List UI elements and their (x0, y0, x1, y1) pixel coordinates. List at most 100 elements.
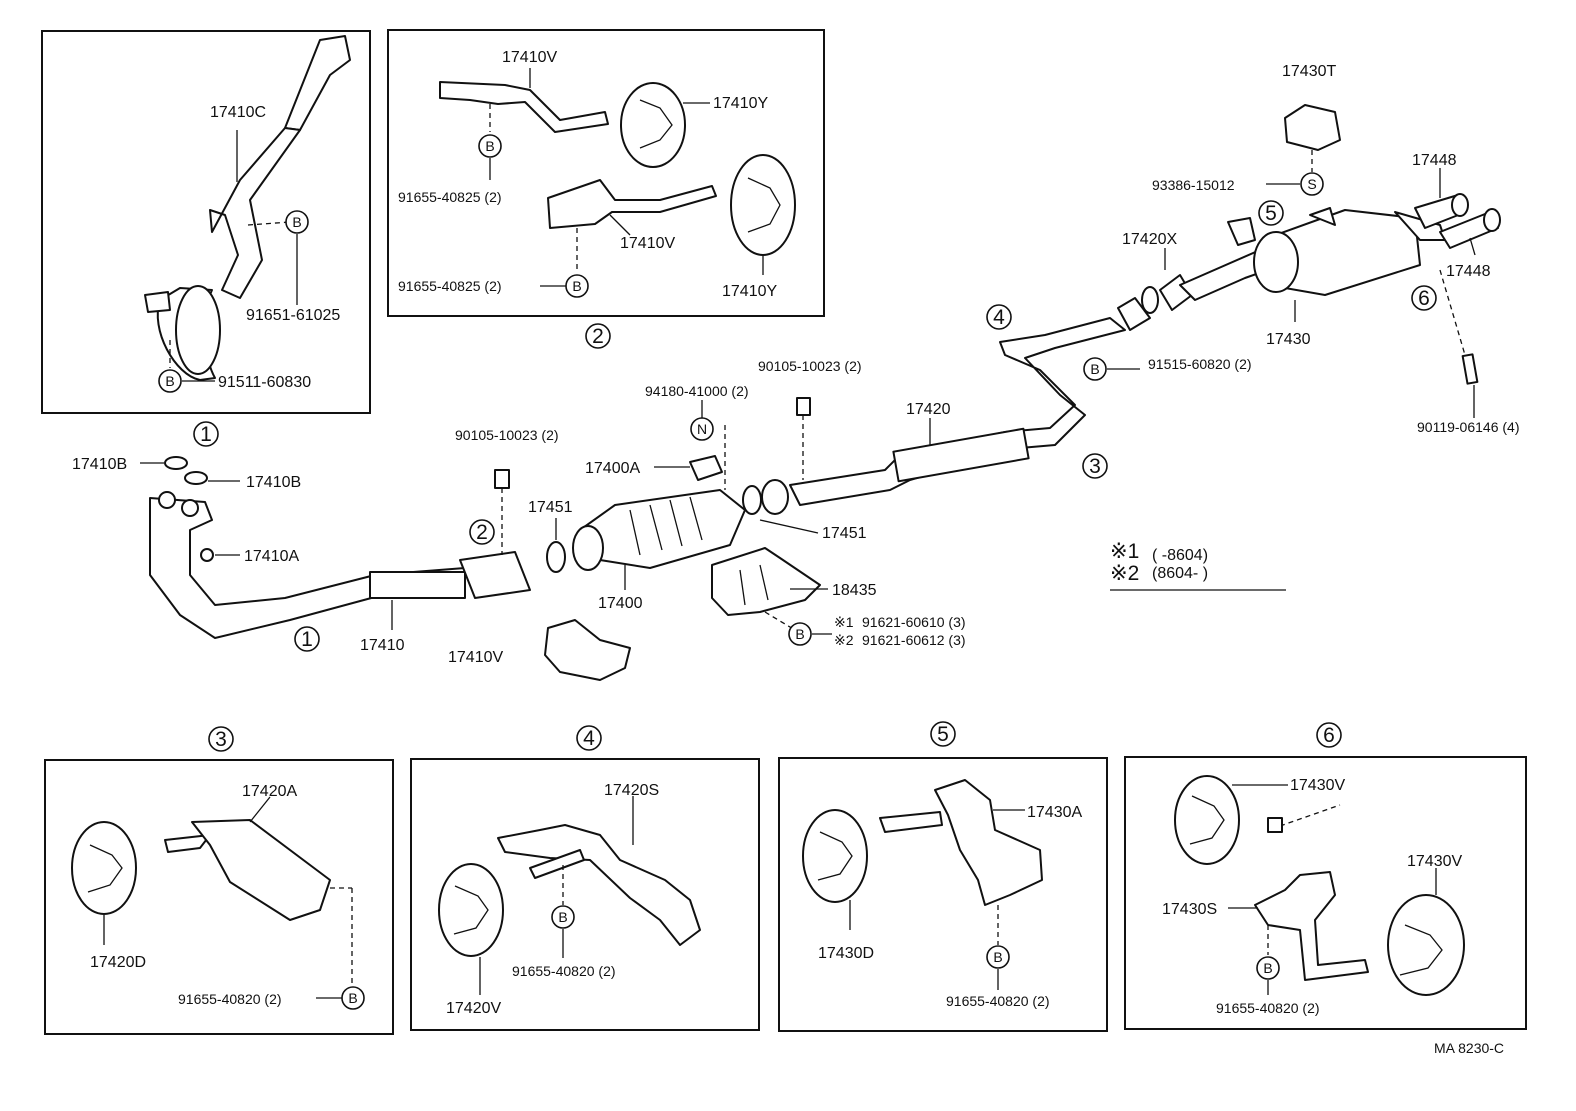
callout-markers: 1 2 3 4 5 6 (294, 200, 1437, 652)
label-91655-40820-5: 91655-40820 (2) (946, 993, 1050, 1009)
label-17410: 17410 (360, 637, 405, 654)
footnote-mark-2: ※2 (834, 632, 854, 648)
label-91655-40820-6: 91655-40820 (2) (1216, 1000, 1320, 1016)
bracket-17420a (191, 819, 331, 921)
front-pipe-17410 (149, 497, 466, 639)
main-exhaust-assembly: 17410B 17410B 17410A 17410 90105-10023 (… (72, 63, 1519, 681)
label-17410b-b: 17410B (246, 474, 301, 491)
label-17448-a: 17448 (1412, 152, 1457, 169)
label-17410v-bot: 17410V (448, 649, 503, 666)
label-17410v-top: 17410V (502, 49, 557, 66)
label-17410b-a: 17410B (72, 456, 127, 473)
label-93386-15012: 93386-15012 (1152, 177, 1235, 193)
label-17448-b: 17448 (1446, 263, 1491, 280)
bracket-17410c-top (284, 35, 351, 131)
rubber-mount-17430d (802, 809, 868, 903)
footnote-line2-mark: ※2 (1110, 562, 1139, 585)
label-91621-60610: 91621-60610 (3) (862, 614, 966, 630)
rubber-mount-17410y-bot (730, 154, 796, 256)
label-17430t: 17430T (1282, 63, 1336, 80)
bolt-mark: B (795, 626, 804, 642)
label-17420a: 17420A (242, 783, 297, 800)
hanger-17410v-top (439, 81, 609, 133)
label-17430v-b: 17430V (1407, 853, 1462, 870)
label-17420s: 17420S (604, 782, 659, 799)
bracket-17430a (934, 779, 1043, 906)
callout-3: 3 (1089, 455, 1101, 478)
catalytic-converter-17400 (579, 489, 746, 569)
label-18435: 18435 (832, 582, 877, 599)
label-17430s: 17430S (1162, 901, 1217, 918)
bolt-mark: B (572, 278, 581, 294)
label-91511-60830: 91511-60830 (218, 374, 311, 391)
bolt-marker (158, 369, 182, 393)
label-17420x: 17420X (1122, 231, 1177, 248)
label-91651-61025: 91651-61025 (246, 307, 340, 324)
rubber-mount-17420d (71, 821, 137, 915)
label-17420d: 17420D (90, 954, 146, 971)
label-90105-10023-b: 90105-10023 (2) (758, 358, 862, 374)
rubber-mount-17430v-b (1387, 894, 1465, 996)
center-pipe-17420 (789, 317, 1126, 506)
footnote-line1-range: ( -8604) (1152, 547, 1208, 564)
label-90119-06146: 90119-06146 (4) (1417, 419, 1519, 435)
label-17420v: 17420V (446, 1000, 501, 1017)
bracket-17430s (1254, 871, 1369, 981)
label-17430a: 17430A (1027, 804, 1082, 821)
bolt-mark: B (993, 949, 1002, 965)
reference-code: MA 8230-C (1434, 1040, 1504, 1056)
heat-protector-18435 (711, 547, 821, 616)
detail-box-2: B B 17410V 17410Y 91655-40825 (2) 17410V… (387, 29, 825, 317)
label-17430: 17430 (1266, 331, 1311, 348)
bolt-marker (285, 210, 309, 234)
label-17410a: 17410A (244, 548, 299, 565)
footnote: ※1 ( -8604) ※2 (8604- ) (1110, 540, 1286, 591)
callout-4: 4 (993, 306, 1005, 329)
stopper-17430t (1284, 104, 1341, 151)
rubber-mount-17420v (438, 863, 504, 957)
label-17451-b: 17451 (822, 525, 867, 542)
label-91515-60820: 91515-60820 (2) (1148, 356, 1252, 372)
label-17410y-bot: 17410Y (722, 283, 777, 300)
pipe-clamp-ring (175, 285, 221, 375)
label-91655-40825-b: 91655-40825 (2) (398, 278, 502, 294)
nut-mark: N (697, 421, 707, 437)
detail-box-5-number: 5 (937, 723, 949, 746)
detail-box-4: 17420S B 91655-40820 (2) 17420V (410, 758, 760, 1031)
bolt-mark: B (1263, 960, 1272, 976)
detail-box-2-marker (585, 323, 611, 349)
detail-box-5: 17430A 17430D B 91655-40820 (2) (778, 757, 1108, 1032)
detail-box-4-number: 4 (583, 727, 595, 750)
label-17430d: 17430D (818, 945, 874, 962)
footnote-line1-mark: ※1 (1110, 540, 1139, 563)
detail-box-3-number: 3 (215, 728, 227, 751)
label-91621-60612: 91621-60612 (3) (862, 632, 966, 648)
label-94180-41000: 94180-41000 (2) (645, 383, 749, 399)
stud-mark: S (1307, 176, 1316, 192)
label-17410y-top: 17410Y (713, 95, 768, 112)
label-17400a: 17400A (585, 460, 640, 477)
label-90105-10023-a: 90105-10023 (2) (455, 427, 559, 443)
callout-5: 5 (1265, 202, 1277, 225)
rubber-mount-17430v-a (1174, 775, 1240, 865)
detail-box-3: 17420A 17420D B 91655-40820 (2) (44, 759, 394, 1035)
label-17410v-mid: 17410V (620, 235, 675, 252)
label-91655-40825-a: 91655-40825 (2) (398, 189, 502, 205)
label-17430v-a: 17430V (1290, 777, 1345, 794)
detail-box-2-number: 2 (592, 325, 604, 348)
footnote-mark-1: ※1 (834, 614, 854, 630)
bracket-17410v-bot (544, 619, 631, 681)
label-91655-40820-4: 91655-40820 (2) (512, 963, 616, 979)
callout-6: 6 (1418, 287, 1430, 310)
clamp-tab (144, 291, 171, 313)
detail-box-1-number: 1 (200, 423, 212, 446)
detail-box-1: B B 17410C 91651-61025 91511-60830 (41, 30, 371, 414)
bolt-mark: B (165, 373, 174, 389)
bolt-mark: B (1090, 361, 1099, 377)
label-91655-40820-3: 91655-40820 (2) (178, 991, 282, 1007)
callout-1: 1 (301, 628, 313, 651)
bracket-17420s (497, 824, 701, 946)
bolt-mark: B (292, 214, 301, 230)
